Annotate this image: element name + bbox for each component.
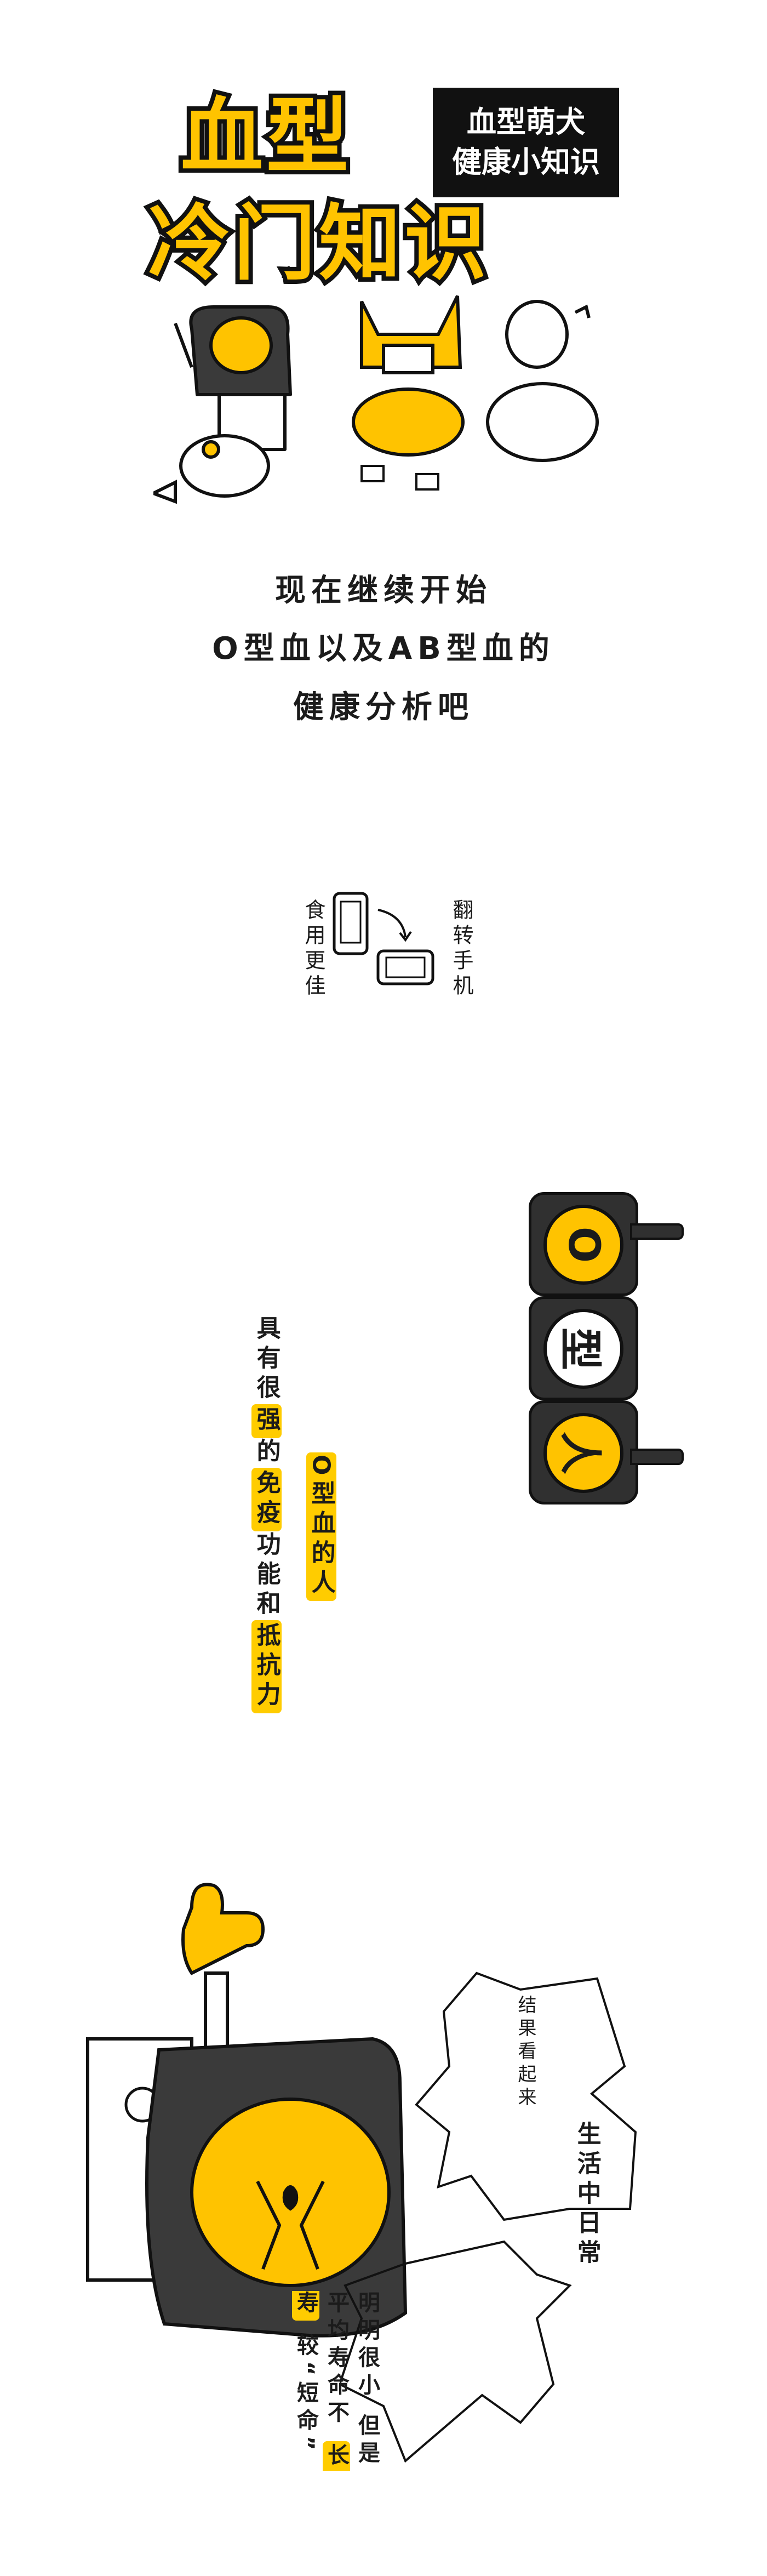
title-line-1: 血型 [176, 89, 353, 185]
o-type-strong: 强 [251, 1404, 282, 1438]
dark-dog-big [145, 2037, 408, 2338]
traffic-light-rod-bottom [630, 1449, 684, 1465]
yellow-dog [352, 295, 465, 457]
dark-dog [174, 305, 292, 451]
title-badge: 血型萌犬 健康小知识 [433, 88, 619, 197]
speech-bubbles [340, 1971, 637, 2463]
badge-line-1: 血型萌犬 [467, 105, 585, 140]
o-type-resist: 抵抗力 [251, 1620, 282, 1713]
traffic-light-rod-top [630, 1223, 684, 1240]
rotate-hint-right: 翻转手机 [449, 899, 473, 1000]
traffic-light-middle: 型 [529, 1296, 638, 1400]
intro-line-2: O型血以及AB型血的 [212, 631, 555, 667]
o-type-immune: 免疫 [251, 1468, 282, 1531]
traffic-light-circle-1: O [543, 1205, 623, 1285]
traffic-light-circle-3: 人 [543, 1413, 623, 1493]
traffic-light-label-3: 人 [554, 1431, 604, 1475]
bubble-text-3: 明明很小 但是平均寿命不 长寿 较“短命” [290, 2291, 382, 2488]
o-type-heading: O型血的人 [304, 1452, 338, 1602]
card [360, 465, 385, 482]
intro-line-1: 现在继续开始 [275, 573, 492, 608]
white-dog-right [486, 300, 599, 462]
rotate-hint-left: 食用更佳 [301, 899, 325, 1000]
bubble-3-line-2: 但是平均寿命不 [324, 2291, 380, 2469]
o-type-text-pre: 具有很 [252, 1315, 281, 1404]
traffic-light-bottom: 人 [529, 1400, 638, 1504]
dark-dog-thumbs-up-illustration [86, 1883, 408, 2338]
traffic-light-label-1: O [559, 1226, 608, 1263]
thumbs-up-hand [181, 1883, 265, 1975]
bubble-3-line-3: 较“短命” [293, 2333, 318, 2456]
traffic-light-circle-2: 型 [543, 1309, 623, 1389]
dogs-playing-cards-illustration [153, 295, 599, 504]
intro-line-3: 健康分析吧 [293, 689, 474, 725]
card [415, 473, 439, 491]
o-type-heading-text: O型血的人 [306, 1452, 336, 1602]
bubble-text-2: 生活中日常 [573, 2121, 601, 2269]
bubble-text-1: 结果看起来 [514, 1995, 536, 2110]
title-line-2: 冷门知识 [144, 196, 491, 292]
bubble-3-line-1: 明明很小 [354, 2291, 380, 2401]
badge-line-2: 健康小知识 [452, 145, 600, 179]
traffic-light-label-2: 型 [554, 1327, 604, 1371]
white-dog-lying [153, 434, 270, 504]
rotate-phone-icon [333, 892, 434, 985]
o-type-text-func: 功能和 [252, 1531, 281, 1620]
o-type-text-mid: 的 [252, 1438, 281, 1468]
o-type-description: 具有很强的免疫功能和抵抗力 [249, 1315, 283, 1713]
intro-text: 现在继续开始 O型血以及AB型血的 健康分析吧 [0, 562, 767, 737]
traffic-light-top: O [529, 1192, 638, 1296]
